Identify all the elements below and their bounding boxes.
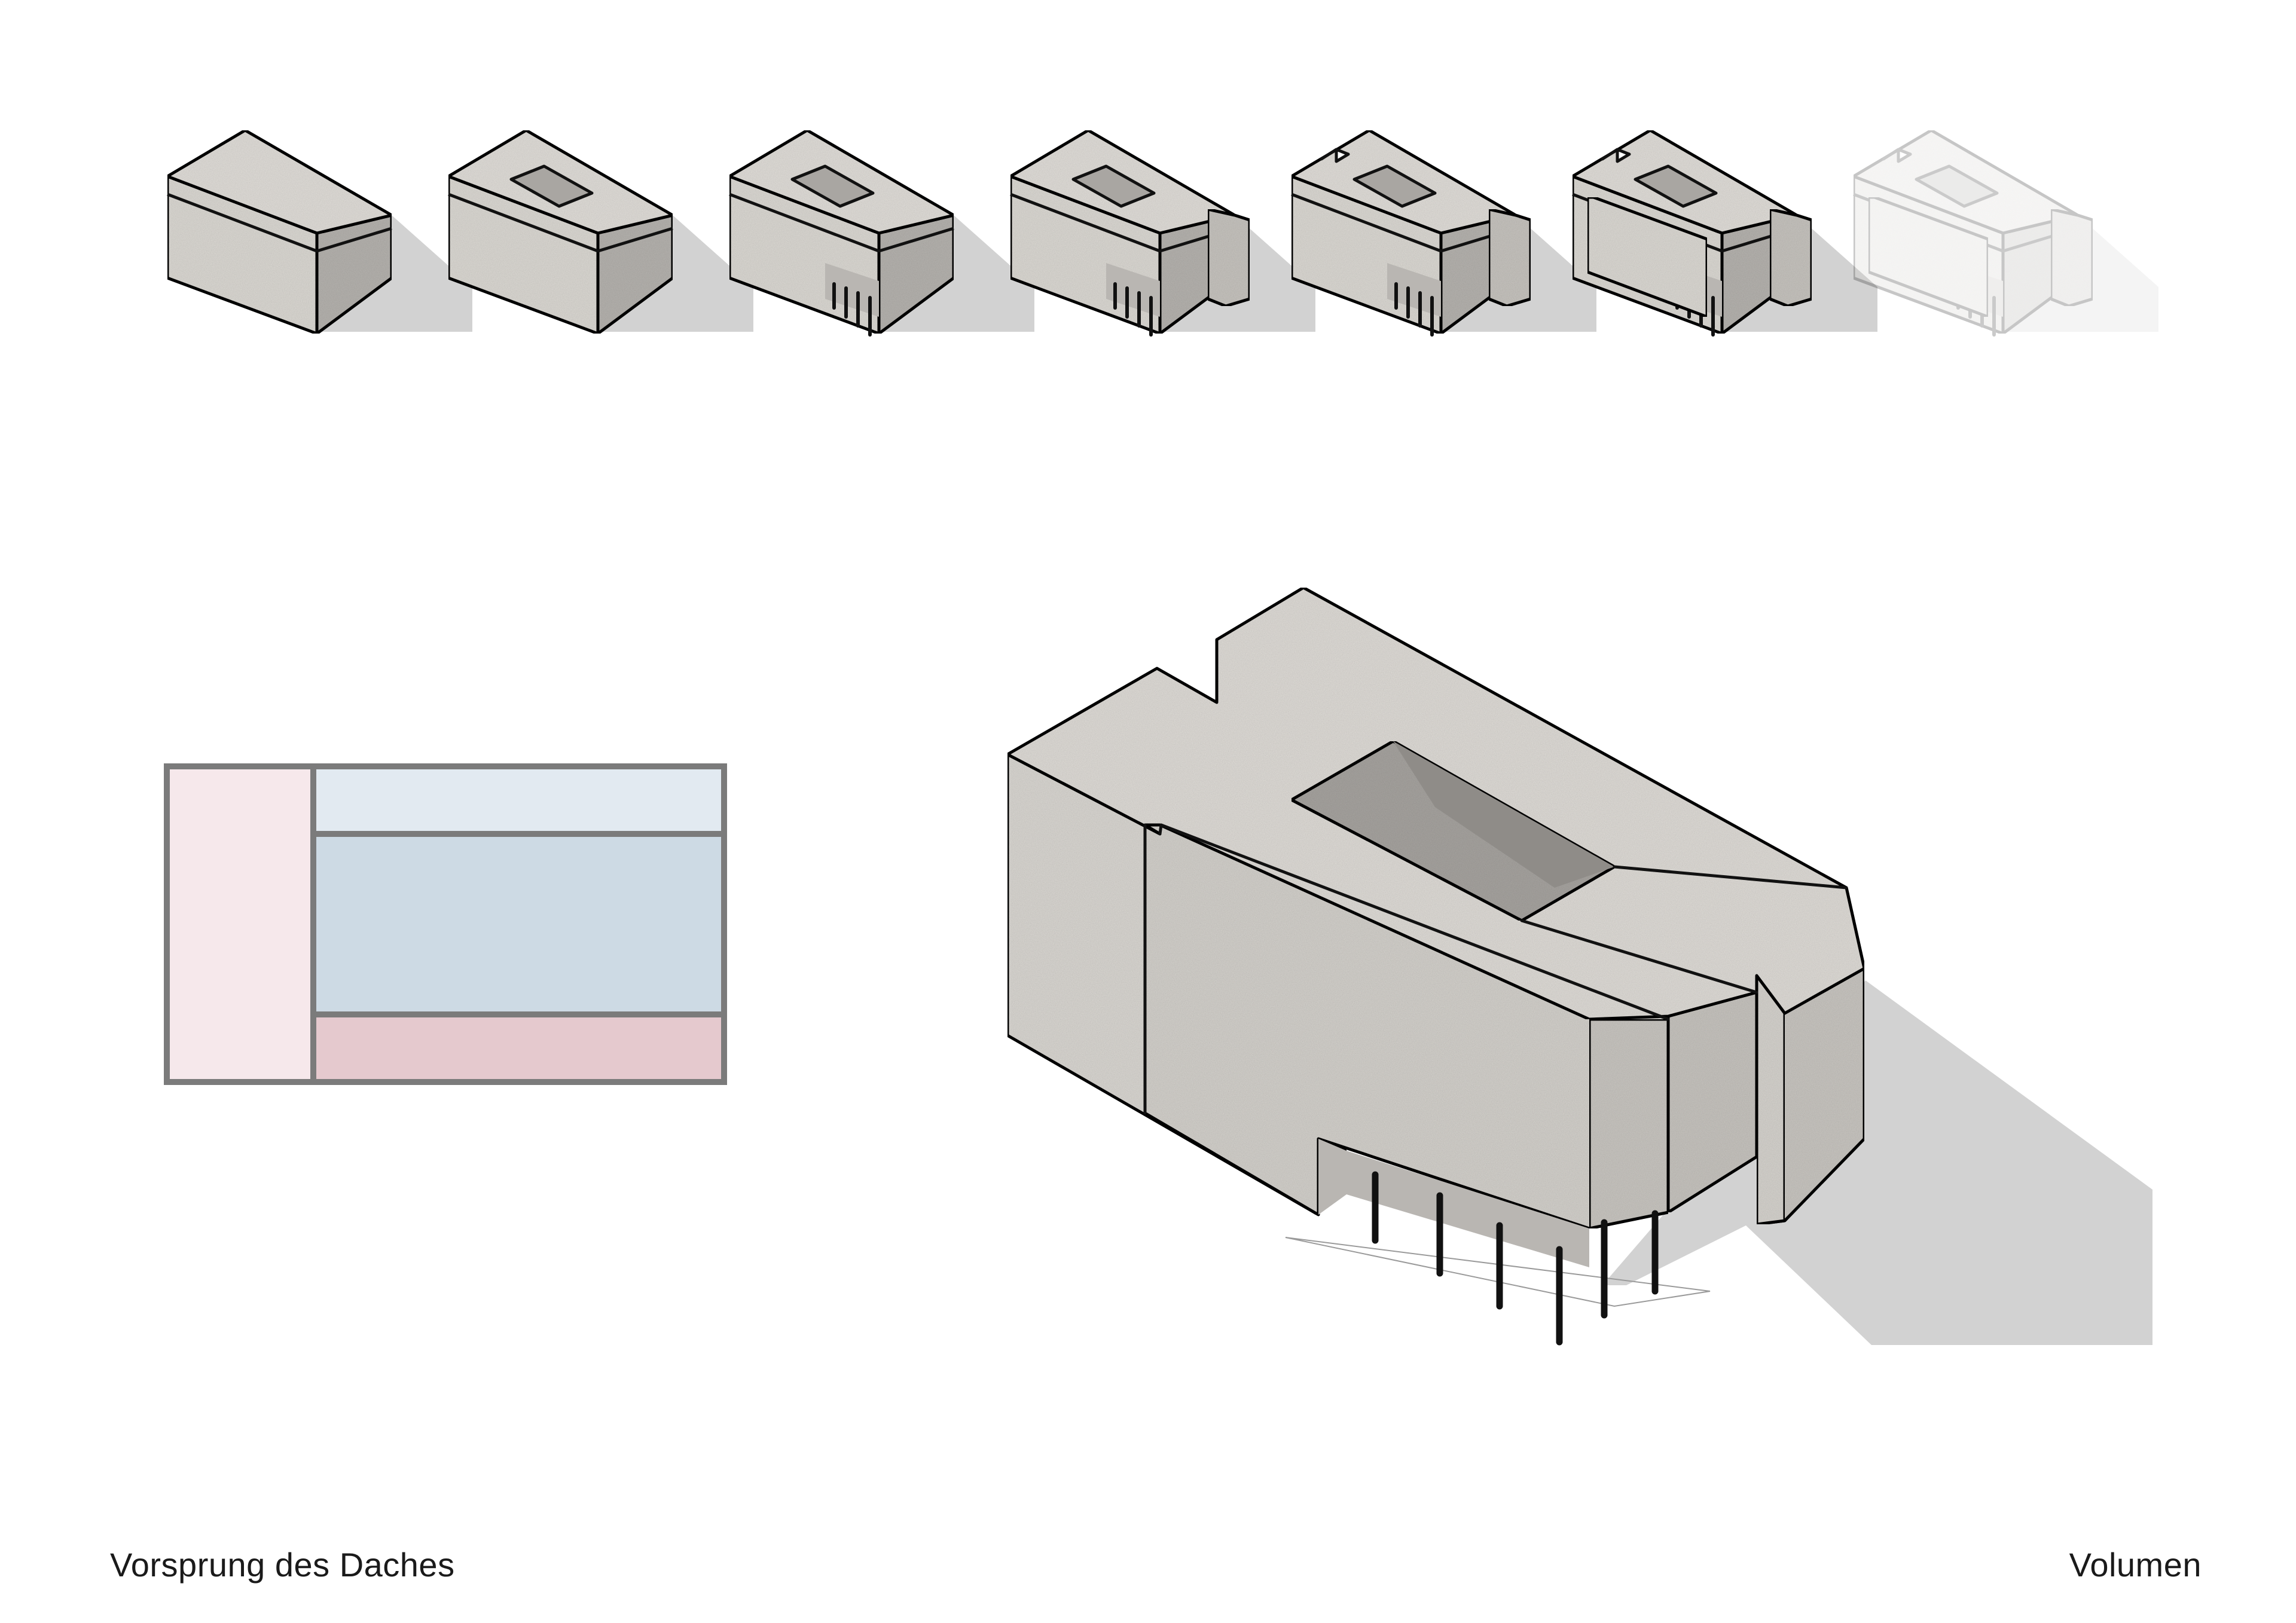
plan-outline: [164, 763, 727, 1085]
ridge-line-2: [1613, 865, 1848, 890]
step-courtyard: [1915, 164, 1999, 208]
plan-zone-top: [315, 768, 722, 833]
step-east-wing: [1206, 207, 1251, 308]
step-undercroft: [1387, 263, 1441, 317]
step-eave-line: [729, 192, 954, 253]
ridge-line-1: [1520, 919, 1758, 994]
step-courtyard: [1634, 164, 1718, 208]
step-top-face: [166, 129, 393, 235]
step-undercroft: [1106, 263, 1160, 317]
plan-zone-bottom: [315, 1016, 722, 1080]
step-roof-notch: [1601, 148, 1631, 163]
step-eave-line: [448, 192, 673, 253]
step-east-wing: [1768, 207, 1813, 308]
massing-step-5: [1290, 129, 1596, 337]
step-west-wing: [1586, 195, 1709, 319]
step-courtyard: [509, 164, 594, 208]
step-roof-notch: [1882, 148, 1912, 163]
massing-step-7: [1852, 129, 2158, 337]
step-courtyard: [790, 164, 875, 208]
caption-roof-projection: Vorsprung des Daches: [110, 1546, 455, 1584]
step-east-wing: [2049, 207, 2095, 308]
plan-zone-middle: [315, 836, 722, 1013]
main-volume-axonometric: [1006, 586, 2152, 1346]
step-east-wing: [1487, 207, 1532, 308]
step-shadow: [616, 215, 753, 332]
plan-zone-left: [169, 768, 312, 1080]
west-wing-end: [1587, 1017, 1670, 1230]
step-roof-notch: [1320, 148, 1350, 163]
massing-step-6: [1571, 129, 1877, 337]
west-wing-roof-edge: [1158, 823, 1670, 1021]
caption-volume: Volumen: [2069, 1546, 2202, 1584]
step-shadow: [897, 215, 1034, 332]
step-undercroft: [825, 263, 879, 317]
massing-steps-row: [166, 129, 2158, 337]
pilotis: [1372, 1171, 1659, 1346]
plan-diagram: [164, 763, 727, 1085]
step-eave-line: [167, 192, 392, 253]
massing-step-4: [1009, 129, 1315, 337]
step-courtyard: [1071, 164, 1156, 208]
east-wing-side: [1755, 974, 1787, 1226]
step-west-wing: [1867, 195, 1990, 319]
courtyard-inner-wall: [1393, 741, 1614, 888]
undercroft-soffit: [1318, 1139, 1589, 1267]
massing-step-2: [447, 129, 753, 335]
step-courtyard: [1352, 164, 1437, 208]
massing-step-1: [166, 129, 472, 335]
step-shadow: [335, 215, 472, 332]
massing-step-3: [728, 129, 1034, 337]
cast-shadow: [1602, 980, 2152, 1345]
